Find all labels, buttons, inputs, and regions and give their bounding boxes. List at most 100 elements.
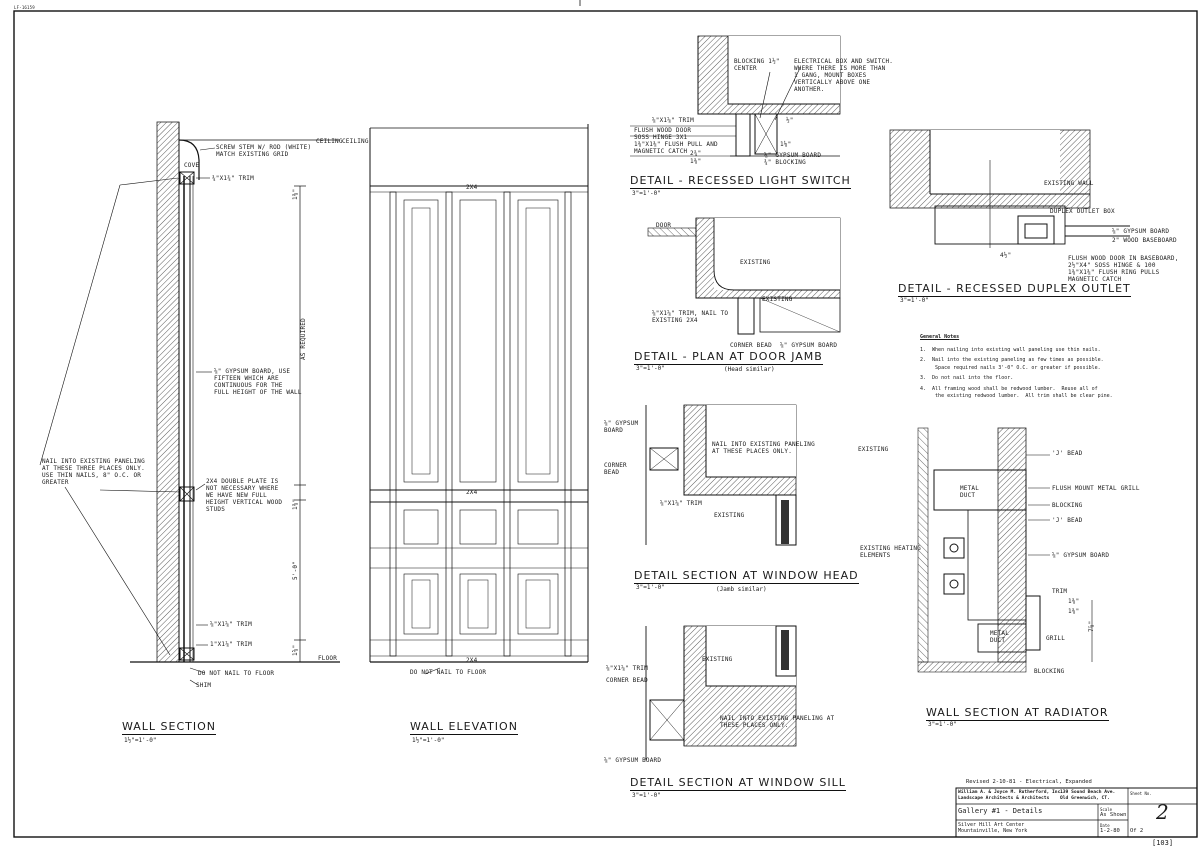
- detail-switch-scale: 3"=1'-0": [632, 190, 661, 197]
- rad-d1: 1⅜": [1068, 598, 1080, 605]
- general-notes: General Notes 1. When nailing into exist…: [920, 334, 1190, 401]
- switch-d2: 1⅜": [690, 158, 702, 165]
- wall-section-drawing: [39, 121, 340, 686]
- detail-head-title: Detail Section at Window Head: [634, 569, 859, 584]
- firm-name: William A. & Joyce M. Rutherford, Inc. L…: [958, 790, 1064, 801]
- cove-label: Cove: [184, 162, 200, 169]
- general-note-4: 4. All framing wood shall be redwood lum…: [920, 385, 1113, 400]
- nail-note-label: Nail into existing paneling at these thr…: [42, 458, 145, 486]
- scale-value: As Shown: [1100, 812, 1127, 818]
- detail-window-head-drawing: [645, 404, 797, 546]
- general-note-2: 2. Nail into the existing paneling as fe…: [920, 357, 1104, 371]
- jamb-door-label: Door: [656, 222, 672, 229]
- sill-nail-label: Nail into existing paneling at these pla…: [720, 715, 835, 729]
- detail-window-sill-drawing: [645, 625, 797, 760]
- jamb-corner-bead-label: Corner bead: [730, 342, 772, 349]
- head-existing-label: Existing: [714, 512, 745, 519]
- detail-jamb-title: Detail - Plan at Door Jamb: [634, 350, 823, 365]
- sheet-label: Sheet No.: [1130, 791, 1152, 796]
- revised-note: Revised 2-10-81 - Electrical, Expanded: [966, 779, 1092, 785]
- dim-c-label: 1⅝": [292, 644, 299, 656]
- radiator-scale: 3"=1'-0": [928, 721, 957, 728]
- rad-d3: 7⅞": [1088, 620, 1095, 632]
- screw-stem-label: Screw stem w/ rod (white) match existing…: [216, 144, 312, 158]
- detail-outlet-scale: 3"=1'-0": [900, 297, 929, 304]
- client-name: Silver Hill Art Center Mountainville, Ne…: [958, 822, 1028, 834]
- general-notes-heading: General Notes: [920, 334, 960, 340]
- title-block-frame: [955, 787, 1198, 838]
- general-note-3: 3. Do not nail into the floor.: [920, 375, 1014, 381]
- switch-d1: 2¾": [690, 150, 702, 157]
- wall-elevation-title: Wall Elevation: [410, 720, 518, 735]
- rad-metal-duct2-label: Metal duct: [990, 630, 1010, 644]
- sheet-code: LF-16159: [14, 5, 35, 10]
- stud-bottom-label: 2x4: [466, 657, 478, 664]
- jamb-existing2-label: Existing: [762, 296, 793, 303]
- wall-section-radiator-drawing: [917, 427, 1093, 673]
- switch-blocking-label: Blocking 1½" center: [734, 58, 780, 72]
- trim-low2-label: 1"x1⅞" Trim: [210, 641, 252, 648]
- rad-d2: 1⅜": [1068, 608, 1080, 615]
- sill-corner-bead-label: Corner bead: [606, 677, 648, 684]
- trim-top-label: ¾"x1¾" Trim: [212, 175, 254, 182]
- date-label: Date: [1100, 823, 1110, 828]
- trim-low1-label: ⅝"x1⅝" Trim: [210, 621, 252, 628]
- rad-gyp-label: ⅝" gypsum board: [1052, 552, 1110, 559]
- switch-gyp-label: ⅝" gypsum board: [764, 152, 822, 159]
- switch-flush-door-label: Flush wood door Soss hinge 3x1 1⅜"x1⅜" f…: [634, 127, 718, 155]
- head-corner-bead-label: Corner bead: [604, 462, 627, 476]
- detail-sill-scale: 3"=1'-0": [632, 792, 661, 799]
- sill-trim-label: ⅝"x1⅝" trim: [606, 665, 648, 672]
- detail-jamb-scale: 3"=1'-0": [636, 365, 665, 372]
- jamb-existing-label: Existing: [740, 259, 771, 266]
- rad-grill-label: Flush mount metal grill: [1052, 485, 1140, 492]
- sheet-number: 2: [1156, 800, 1169, 824]
- rad-trim-label: Trim: [1052, 588, 1068, 595]
- double-plate-label: 2x4 double plate is not necessary where …: [206, 478, 283, 513]
- wall-section-scale: 1½"=1'-0": [124, 737, 157, 744]
- sheet-ref: [103]: [1152, 839, 1174, 847]
- plate-label: 2x4: [466, 489, 478, 496]
- floor-note-label: Do not nail to floor: [198, 670, 275, 677]
- outlet-duplex-label: Duplex outlet box: [1050, 208, 1115, 215]
- detail-head-scale: 3"=1'-0": [636, 584, 665, 591]
- jamb-trim-label: ⅝"x1⅝" trim, nail to existing 2x4: [652, 310, 729, 324]
- rad-j-bead-top-label: 'J' bead: [1052, 450, 1083, 457]
- detail-switch-drawing: [630, 35, 841, 157]
- jamb-gyp-label: ⅝" gypsum board: [780, 342, 838, 349]
- shim-label: Shim: [196, 682, 212, 689]
- rad-blocking2-label: Blocking: [1034, 668, 1065, 675]
- gypsum-label: ⅝" gypsum board, use fifteen which are c…: [214, 368, 302, 396]
- detail-outlet-title: Detail - Recessed Duplex Outlet: [898, 282, 1131, 297]
- stud-top-label: 2x4: [466, 184, 478, 191]
- detail-head-subnote: (Jamb similar): [716, 586, 767, 593]
- switch-back-label: ¾" blocking: [764, 159, 806, 166]
- firm-address: 139 Sound Beach Ave. Old Greenwich, CT.: [1060, 790, 1116, 801]
- project-title: Gallery #1 - Details: [958, 807, 1043, 815]
- wall-elevation-scale: 1½"=1'-0": [412, 737, 445, 744]
- sill-gyp-label: ⅝" gypsum board: [604, 757, 662, 764]
- elevation-ceiling-label: Ceiling: [342, 138, 369, 145]
- general-note-1: 1. When nailing into existing wall panel…: [920, 346, 1101, 353]
- switch-elec-box-label: Electrical box and switch. Where there i…: [794, 58, 894, 93]
- dim-a-label: 1⅜": [292, 188, 299, 200]
- as-required-label: As Required: [300, 318, 307, 360]
- outlet-gyp-label: ⅝" gypsum board: [1112, 228, 1170, 235]
- switch-trim-label: ⅝"x1⅝" trim: [652, 117, 694, 124]
- rad-metal-duct-label: Metal duct: [960, 485, 980, 499]
- dim-b-label: 1⅜": [292, 498, 299, 510]
- switch-d4: ½": [786, 117, 794, 124]
- scale-label: Scale: [1100, 807, 1113, 812]
- head-nail-label: Nail into existing paneling at these pla…: [712, 441, 815, 455]
- floor-label: Floor: [318, 655, 338, 662]
- wall-elevation-drawing: [369, 124, 589, 675]
- rad-blocking-label: Blocking: [1052, 502, 1083, 509]
- outlet-dim-label: 4½": [1000, 252, 1012, 259]
- detail-door-jamb-drawing: [647, 217, 841, 335]
- switch-d3: 1⅛": [780, 141, 792, 148]
- outlet-flush-label: Flush wood door in baseboard, 2½"x4" Sos…: [1068, 255, 1179, 283]
- rad-heating-label: Existing heating elements: [860, 545, 921, 559]
- outlet-base-label: 2" wood baseboard: [1112, 237, 1177, 244]
- wall-section-ceiling-label: Ceiling: [316, 138, 343, 145]
- rad-existing-label: Existing: [858, 446, 889, 453]
